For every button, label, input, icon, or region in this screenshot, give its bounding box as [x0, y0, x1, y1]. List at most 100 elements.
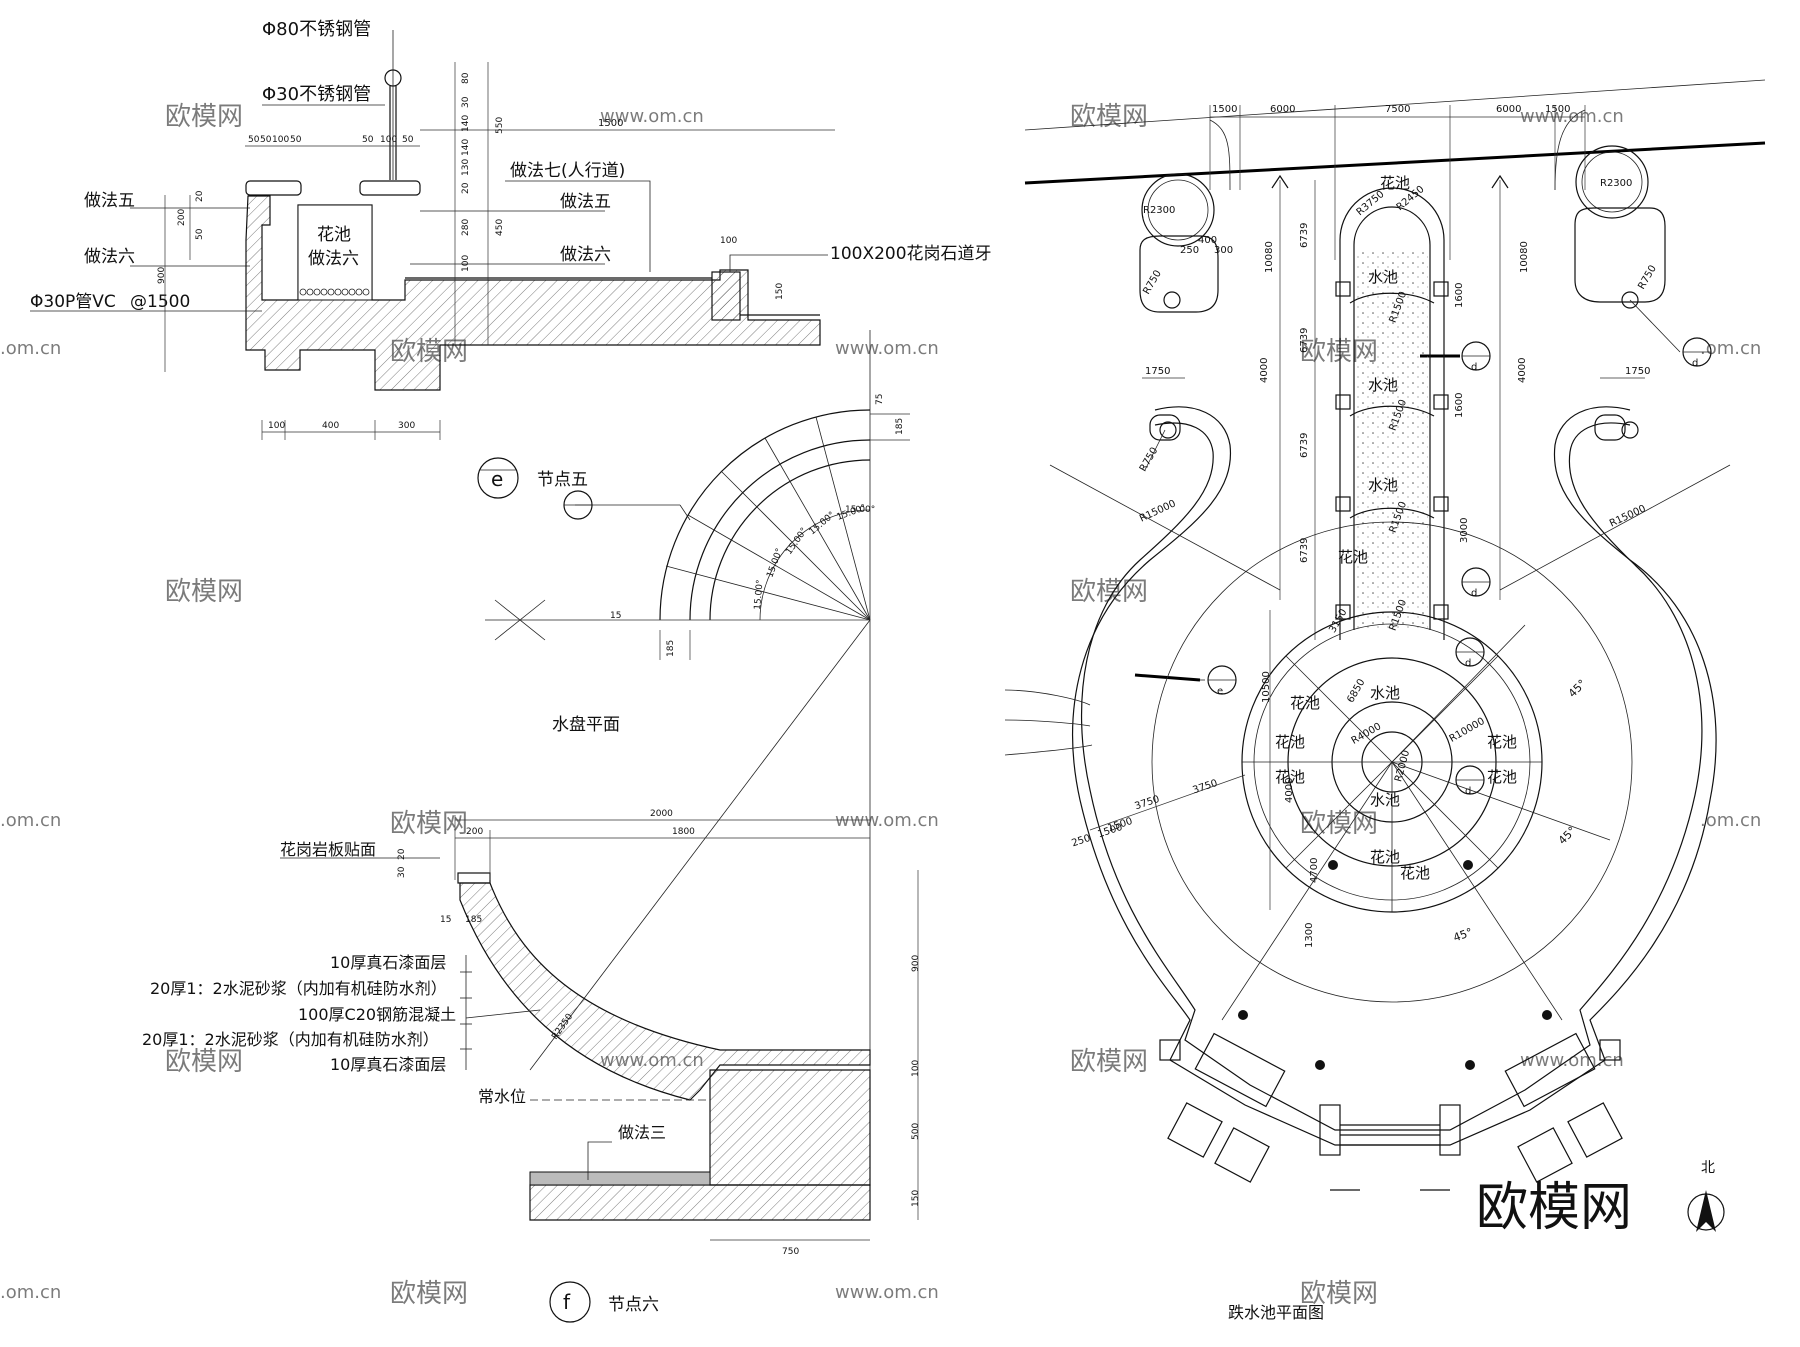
plan-radius: R2000 [1393, 749, 1412, 783]
dim-label: 150 [911, 1190, 921, 1207]
label-flower-bed: 花池 [317, 225, 351, 245]
plan-dim: 1750 [1625, 366, 1650, 377]
dim-right: 20 [461, 182, 471, 194]
plan-label-flower: 花池 [1487, 768, 1517, 786]
dim-label: 15 [440, 915, 451, 925]
dim-right: 80 [461, 72, 471, 84]
dim-curb: 150 [775, 283, 785, 300]
dim-top: 100 [272, 135, 289, 145]
detail-letter-f: f [563, 1290, 571, 1314]
angle-label: 15.00° [784, 526, 810, 557]
plan-label-flower: 花池 [1290, 694, 1320, 712]
plan-dim-top: 1500 [1212, 104, 1237, 115]
layer-label: 10厚真石漆面层 [330, 953, 446, 972]
plan-dim-top: 6000 [1496, 104, 1521, 115]
dim-label: 2000 [650, 809, 673, 819]
plan-angle: 45° [1566, 677, 1589, 700]
plan-label-flower: 花池 [1400, 864, 1430, 882]
plan-dim: 6850 [1345, 677, 1367, 705]
layer-label: 20厚1：2水泥砂浆（内加有机硅防水剂） [150, 979, 447, 998]
plan-radius: R2300 [1143, 205, 1175, 216]
plan-radius: R750 [1141, 269, 1164, 297]
plan-dim: 3000 [1459, 518, 1470, 543]
ring-plaza [1151, 521, 1633, 1003]
basin-floor [529, 1184, 871, 1221]
plan-radius: R15000 [1138, 498, 1178, 524]
dim-label: 185 [895, 418, 905, 435]
dim-label: 500 [911, 1123, 921, 1140]
callout-pvc-spacing: @1500 [130, 292, 190, 312]
plan-angle: 45° [1452, 926, 1475, 945]
plan-radius: R15000 [1608, 503, 1648, 529]
dim-width: 1500 [598, 118, 623, 129]
plan-vdim: 4000 [1259, 358, 1270, 383]
dim-label: 30 [397, 866, 407, 878]
layer-label: 100厚C20钢筋混凝土 [298, 1005, 456, 1024]
plan-dim: 3750 [1191, 778, 1219, 796]
watermark-url: .om.cn [0, 1282, 61, 1303]
watermark-url: www.om.cn [600, 106, 704, 127]
plan-label-flower: 花池 [1380, 174, 1410, 192]
dim-top: 50 [402, 135, 414, 145]
plan-radius: R750 [1138, 446, 1161, 474]
angle-label: 15.00° [845, 505, 875, 515]
label-method3: 做法三 [618, 1123, 666, 1142]
plan-label-flower: 花池 [1370, 848, 1400, 866]
watermark-url: .om.cn [1700, 338, 1761, 359]
detail-circle-f [549, 1281, 591, 1323]
planter-top-left: R2300 R750 250 400 300 [1139, 173, 1233, 313]
plan-label-water: 水池 [1370, 791, 1400, 809]
bowl-shell [459, 882, 871, 1101]
curb-stone [711, 271, 741, 321]
watermark: 欧模网 [390, 1279, 468, 1309]
plan-dim-top: 6000 [1270, 104, 1295, 115]
watermark-url: .om.cn [0, 810, 61, 831]
dim-right: 100 [461, 255, 471, 272]
plan-label-water: 水池 [1368, 376, 1398, 394]
watermark: 欧模网 [165, 102, 243, 132]
dim-top: 50 [362, 135, 374, 145]
detail-mark-top-right: d [1629, 299, 1712, 369]
pool-outer-outline [1072, 406, 1717, 1146]
plan-vdim: 10080 [1519, 241, 1530, 273]
dim-label: 100 [911, 1060, 921, 1077]
detail-mark-letter: d [1692, 358, 1698, 369]
detail-circle-e [477, 457, 519, 499]
channel-segments [1335, 281, 1449, 620]
dim-right: 280 [461, 219, 471, 236]
plan-radius: R10000 [1448, 716, 1487, 745]
detail-letter-e: e [491, 467, 503, 491]
dim-label: 200 [466, 827, 483, 837]
detail-mark-letter: d [1465, 786, 1471, 797]
basin-wall [709, 1069, 871, 1186]
callout-pipe30: Φ30不锈钢管 [262, 84, 371, 105]
plan-dim: 1500 [1096, 822, 1124, 840]
watermark: 欧模网 [1070, 577, 1148, 607]
label-method6-inner: 做法六 [308, 249, 359, 269]
angle-label: 15.00° [808, 510, 838, 537]
plan-radius: R750 [1636, 264, 1659, 292]
plan-dim: 3150 [1327, 607, 1349, 635]
coping-left [245, 180, 302, 196]
watermark-url: .om.cn [0, 338, 61, 359]
gravel-row [299, 288, 370, 296]
plan-label-flower: 花池 [1338, 548, 1368, 566]
watermark-logo: 欧模网 [1476, 1178, 1632, 1238]
plan-dim: 4000 [1284, 778, 1295, 803]
section-node-six: 花岗岩板贴面 常水位 做法三 10厚真石漆面层 20厚1：2水泥砂浆（内加有机硅… [142, 809, 921, 1323]
watermark-url: www.om.cn [835, 810, 939, 831]
plan-dim: 250 [1180, 245, 1199, 256]
north-label: 北 [1701, 1160, 1715, 1176]
central-channel [1339, 187, 1445, 640]
dim-top: 50 [260, 135, 272, 145]
plan-vdim: 10080 [1264, 241, 1275, 273]
plan-vdim: 4000 [1517, 358, 1528, 383]
cross-marker [485, 599, 600, 641]
dim-right: 140 [461, 115, 471, 132]
watermark: 欧模网 [1070, 102, 1148, 132]
north-arrow: 北 [1687, 1160, 1725, 1232]
dim-right: 30 [461, 96, 471, 108]
dim-right: 140 [461, 139, 471, 156]
plan-dim: 6739 [1299, 433, 1310, 458]
